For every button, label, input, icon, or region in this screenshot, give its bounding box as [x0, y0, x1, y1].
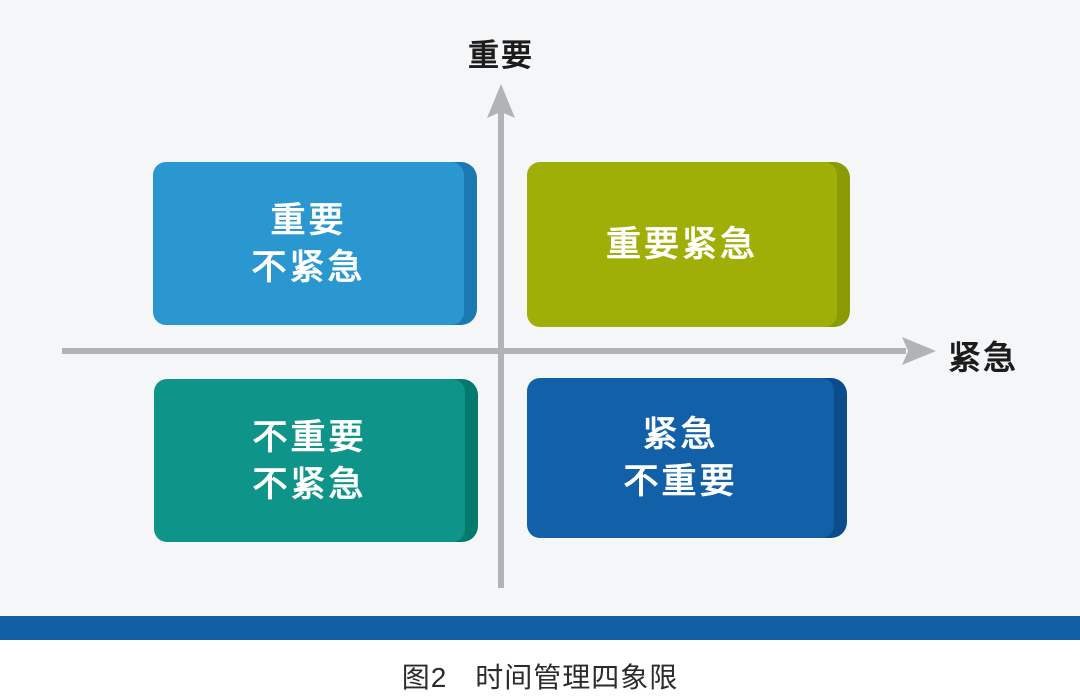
divider-bar: [0, 616, 1080, 640]
card-face: 重要紧急: [527, 162, 837, 327]
x-axis-label: 紧急: [948, 339, 1018, 376]
card-label-line: 不紧急: [251, 247, 366, 287]
y-axis-line: [498, 98, 504, 588]
card-label-line: 重要紧急: [605, 225, 758, 264]
card-face: 紧急 不重要: [527, 378, 834, 538]
card-label-line: 不重要: [623, 462, 738, 501]
y-axis-label: 重要: [468, 38, 534, 73]
figure-caption: 图2 时间管理四象限: [0, 656, 1080, 696]
card-label-line: 不重要: [252, 417, 367, 457]
quadrant-card-important-not-urgent: 重要 不紧急: [153, 162, 477, 325]
figure-caption-title: 时间管理四象限: [475, 662, 679, 693]
card-face: 重要 不紧急: [153, 162, 464, 325]
card-face: 不重要 不紧急: [154, 379, 465, 542]
card-label-line: 不紧急: [252, 464, 367, 504]
quadrant-card-important-urgent: 重要紧急: [527, 162, 850, 327]
card-label-line: 紧急: [642, 415, 719, 454]
quadrant-diagram-stage: 重要 紧急 重要 不紧急 重要紧急 不重要 不紧急: [62, 38, 1018, 588]
quadrant-card-urgent-not-important: 紧急 不重要: [527, 378, 847, 538]
card-label-line: 重要: [270, 200, 347, 240]
x-axis-arrow-icon: [902, 337, 936, 365]
x-axis-line: [62, 348, 906, 354]
quadrant-card-not-important-not-urgent: 不重要 不紧急: [154, 379, 478, 542]
figure-caption-number: 图2: [401, 662, 448, 693]
